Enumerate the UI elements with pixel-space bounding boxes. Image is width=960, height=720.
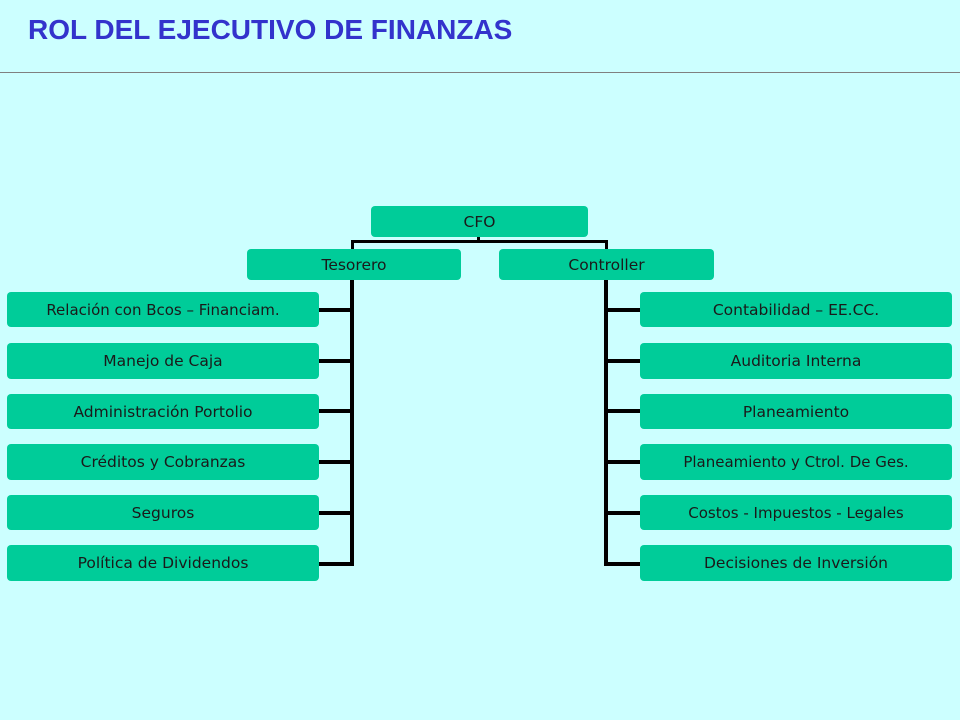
tesorero-item: Créditos y Cobranzas bbox=[7, 444, 319, 480]
tesorero-item: Seguros bbox=[7, 495, 319, 530]
connector-controller-item bbox=[606, 308, 642, 312]
tesorero-item: Manejo de Caja bbox=[7, 343, 319, 379]
controller-item: Contabilidad – EE.CC. bbox=[640, 292, 952, 327]
connector-cfo-stem bbox=[477, 236, 480, 242]
connector-controller-item bbox=[606, 359, 642, 363]
connector-controller-item bbox=[606, 409, 642, 413]
controller-item: Decisiones de Inversión bbox=[640, 545, 952, 581]
tesorero-node: Tesorero bbox=[247, 249, 461, 280]
page-title: ROL DEL EJECUTIVO DE FINANZAS bbox=[28, 14, 513, 45]
controller-item: Auditoria Interna bbox=[640, 343, 952, 379]
cfo-node: CFO bbox=[371, 206, 588, 237]
controller-node: Controller bbox=[499, 249, 714, 280]
connector-tesorero-item bbox=[318, 562, 352, 566]
connector-tesorero-item bbox=[318, 359, 352, 363]
connector-controller-item bbox=[606, 460, 642, 464]
connector-controller-item bbox=[606, 511, 642, 515]
controller-item: Planeamiento bbox=[640, 394, 952, 429]
connector-tesorero-item bbox=[318, 308, 352, 312]
title-divider bbox=[0, 72, 960, 73]
connector-controller-spine bbox=[604, 279, 608, 566]
connector-controller-item bbox=[606, 562, 642, 566]
connector-tesorero-item bbox=[318, 460, 352, 464]
controller-item: Costos - Impuestos - Legales bbox=[640, 495, 952, 530]
tesorero-item: Administración Portolio bbox=[7, 394, 319, 429]
connector-tesorero-spine bbox=[350, 279, 354, 566]
controller-item: Planeamiento y Ctrol. De Ges. bbox=[640, 444, 952, 480]
connector-cfo-bar bbox=[351, 240, 608, 243]
connector-controller-drop bbox=[605, 240, 608, 251]
connector-tesorero-drop bbox=[351, 240, 354, 251]
tesorero-item: Relación con Bcos – Financiam. bbox=[7, 292, 319, 327]
connector-tesorero-item bbox=[318, 511, 352, 515]
connector-tesorero-item bbox=[318, 409, 352, 413]
tesorero-item: Política de Dividendos bbox=[7, 545, 319, 581]
